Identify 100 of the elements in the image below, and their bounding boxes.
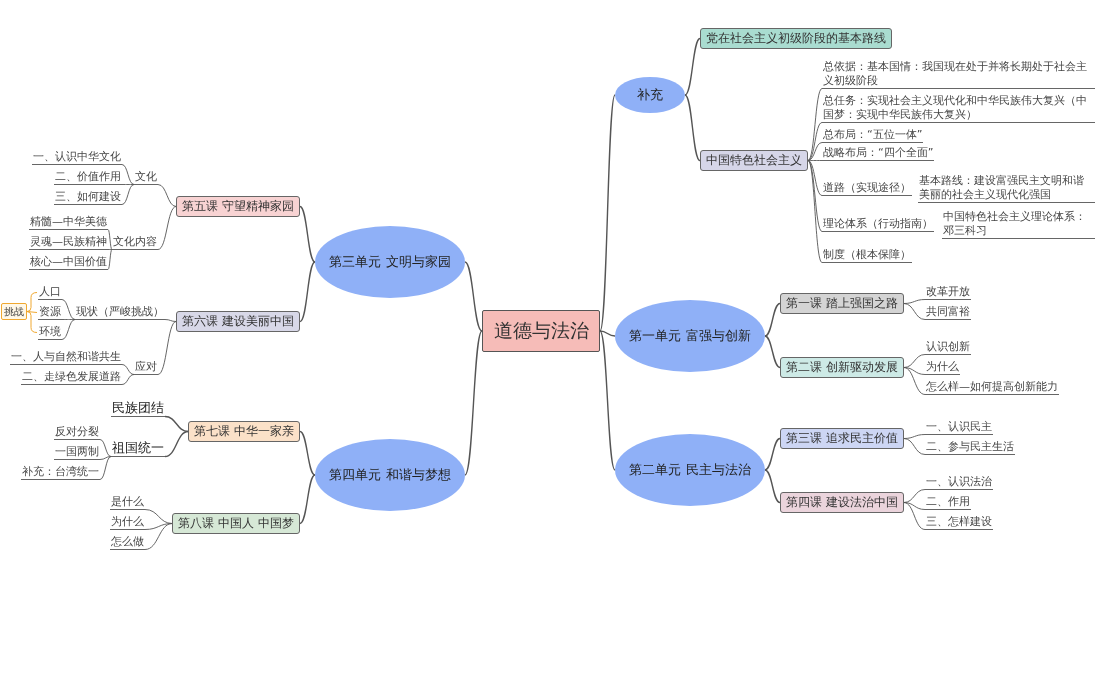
branch-line bbox=[464, 261, 483, 332]
lesson-box: 中国特色社会主义 bbox=[700, 150, 808, 171]
note-text: 中国特色社会主义理论体系：邓三科习 bbox=[942, 210, 1095, 239]
branch-label: 一、认识法治 bbox=[925, 475, 993, 490]
branch-line bbox=[299, 205, 316, 263]
branch-label: 三、怎样建设 bbox=[925, 515, 993, 530]
branch-line bbox=[903, 367, 926, 395]
branch-label: 一国两制 bbox=[54, 445, 100, 460]
branch-line bbox=[121, 164, 135, 185]
branch-line bbox=[107, 249, 113, 270]
branch-line bbox=[903, 502, 926, 530]
branch-line bbox=[121, 374, 135, 385]
lesson-box: 第七课 中华一家亲 bbox=[188, 421, 300, 442]
branch-line bbox=[903, 502, 926, 510]
lesson-box: 第二课 创新驱动发展 bbox=[780, 357, 904, 378]
unit-ellipse: 补充 bbox=[615, 77, 685, 113]
branch-line bbox=[144, 509, 173, 524]
branch-label: 一、人与自然和谐共生 bbox=[10, 350, 122, 365]
branch-label: 怎么样—如何提高创新能力 bbox=[925, 380, 1059, 395]
branch-label: 核心—中国价值 bbox=[29, 255, 108, 270]
branch-line bbox=[121, 184, 135, 185]
branch-label: 战略布局：“四个全面” bbox=[822, 146, 935, 161]
branch-line bbox=[99, 456, 112, 480]
branch-line bbox=[807, 142, 823, 161]
branch-line bbox=[144, 523, 173, 550]
summary-bracket bbox=[26, 292, 38, 312]
branch-line bbox=[903, 438, 926, 455]
branch-label: 现状（严峻挑战） bbox=[75, 305, 165, 320]
branch-line bbox=[764, 437, 781, 471]
branch-label: 认识创新 bbox=[925, 340, 971, 355]
summary-box: 挑战 bbox=[1, 303, 27, 320]
branch-label: 一、认识民主 bbox=[925, 420, 993, 435]
branch-label: 总依据：基本国情：我国现在处于并将长期处于社会主义初级阶段 bbox=[822, 60, 1095, 89]
branch-line bbox=[807, 160, 823, 196]
branch-line bbox=[157, 321, 177, 375]
branch-line bbox=[299, 261, 316, 323]
branch-label: 二、作用 bbox=[925, 495, 971, 510]
branch-label: 为什么 bbox=[925, 360, 960, 375]
branch-line bbox=[903, 303, 926, 320]
branch-line bbox=[764, 335, 781, 369]
unit-ellipse: 第四单元 和谐与梦想 bbox=[315, 439, 465, 511]
branch-line bbox=[684, 37, 701, 96]
lesson-box: 党在社会主义初级阶段的基本路线 bbox=[700, 28, 892, 49]
branch-label: 环境 bbox=[38, 325, 62, 340]
branch-line bbox=[121, 364, 135, 375]
branch-line bbox=[764, 302, 781, 337]
branch-label: 三、如何建设 bbox=[54, 190, 122, 205]
branch-label: 反对分裂 bbox=[54, 425, 100, 440]
branch-line bbox=[807, 122, 823, 161]
branch-line bbox=[807, 160, 823, 263]
branch-label: 二、价值作用 bbox=[54, 170, 122, 185]
branch-label: 补充：台湾统一 bbox=[21, 465, 100, 480]
branch-line bbox=[157, 184, 177, 207]
lesson-box: 第八课 中国人 中国梦 bbox=[172, 513, 300, 534]
branch-label: 民族团结 bbox=[111, 400, 165, 417]
unit-ellipse: 第一单元 富强与创新 bbox=[615, 300, 765, 372]
branch-label: 制度（根本保障） bbox=[822, 248, 912, 263]
branch-line bbox=[299, 474, 316, 525]
branch-line bbox=[164, 319, 177, 322]
branch-line bbox=[107, 249, 113, 250]
branch-line bbox=[157, 206, 177, 250]
root-box: 道德与法治 bbox=[482, 310, 600, 352]
branch-line bbox=[807, 88, 823, 161]
branch-line bbox=[121, 184, 135, 205]
branch-line bbox=[99, 439, 112, 457]
branch-line bbox=[684, 94, 701, 162]
unit-ellipse: 第二单元 民主与法治 bbox=[615, 434, 765, 506]
branch-label: 祖国统一 bbox=[111, 440, 165, 457]
branch-line bbox=[464, 330, 483, 476]
branch-label: 文化 bbox=[134, 170, 158, 185]
branch-line bbox=[61, 319, 76, 320]
branch-label: 应对 bbox=[134, 360, 158, 375]
branch-label: 二、走绿色发展道路 bbox=[21, 370, 122, 385]
branch-line bbox=[807, 160, 823, 161]
branch-line bbox=[61, 299, 76, 320]
summary-bracket bbox=[26, 311, 38, 333]
branch-label: 为什么 bbox=[110, 515, 145, 530]
branch-label: 道路（实现途径） bbox=[822, 181, 912, 196]
branch-line bbox=[903, 367, 926, 375]
branch-line bbox=[299, 430, 316, 476]
note-text: 基本路线：建设富强民主文明和谐美丽的社会主义现代化强国 bbox=[918, 174, 1095, 203]
branch-line bbox=[807, 160, 823, 232]
branch-label: 改革开放 bbox=[925, 285, 971, 300]
branch-label: 人口 bbox=[38, 285, 62, 300]
branch-label: 精髓—中华美德 bbox=[29, 215, 108, 230]
branch-line bbox=[107, 229, 113, 250]
branch-label: 总布局：“五位一体” bbox=[822, 128, 924, 143]
branch-label: 资源 bbox=[38, 305, 62, 320]
branch-label: 理论体系（行动指南） bbox=[822, 217, 934, 232]
branch-label: 是什么 bbox=[110, 495, 145, 510]
branch-line bbox=[764, 469, 781, 504]
branch-label: 总任务：实现社会主义现代化和中华民族伟大复兴（中国梦：实现中华民族伟大复兴） bbox=[822, 94, 1095, 123]
unit-ellipse: 第三单元 文明与家园 bbox=[315, 226, 465, 298]
lesson-box: 第六课 建设美丽中国 bbox=[176, 311, 300, 332]
branch-label: 文化内容 bbox=[112, 235, 158, 250]
branch-line bbox=[903, 489, 926, 503]
branch-label: 一、认识中华文化 bbox=[32, 150, 122, 165]
lesson-box: 第一课 踏上强国之路 bbox=[780, 293, 904, 314]
branch-line bbox=[599, 94, 616, 332]
branch-label: 怎么做 bbox=[110, 535, 145, 550]
